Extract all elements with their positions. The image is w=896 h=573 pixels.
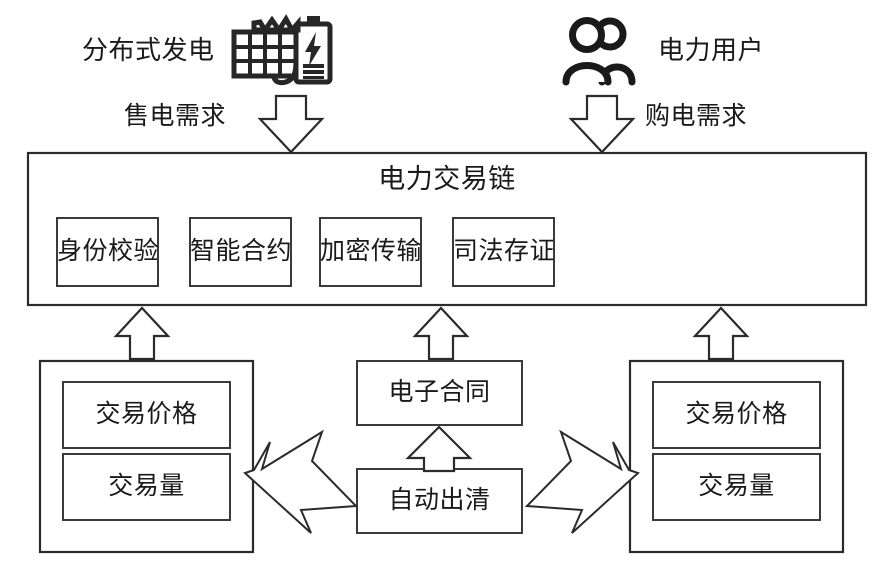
left-bidding-item-box-1[interactable] xyxy=(62,453,231,521)
left-bidding-item-label-trade-volume: 交易量 xyxy=(108,473,185,500)
flow-label-sell-demand: 售电需求 xyxy=(124,103,227,130)
electronic-contract-box[interactable] xyxy=(356,360,523,426)
right-bidding-item-box-1[interactable] xyxy=(652,453,821,521)
power-trading-chain-box[interactable] xyxy=(26,151,868,307)
arrow-down-buy-demand-icon xyxy=(568,94,636,154)
right-bidding-item-label-trade-price: 交易价格 xyxy=(685,401,788,428)
chain-module-label-identity-verification: 身份校验 xyxy=(57,238,160,265)
arrow-up-clearing-to-contract-icon xyxy=(405,425,473,473)
arrow-up-left-group-to-chain-icon xyxy=(113,306,171,361)
left-bidding-item-box-0[interactable] xyxy=(62,381,231,449)
chain-module-label-encrypted-transmission: 加密传输 xyxy=(320,238,423,265)
chain-module-label-judicial-evidence: 司法存证 xyxy=(453,238,556,265)
auto-clearing-box[interactable] xyxy=(356,468,523,534)
chain-module-box-3[interactable] xyxy=(452,217,555,287)
right-bidding-item-label-trade-volume: 交易量 xyxy=(698,473,775,500)
actor-label-power-consumer: 电力用户 xyxy=(658,36,765,65)
electronic-contract-label: 电子合同 xyxy=(388,379,491,406)
arrow-up-contract-to-chain-icon xyxy=(412,306,470,361)
auto-clearing-label: 自动出清 xyxy=(388,487,491,514)
arrow-down-sell-demand-icon xyxy=(257,94,325,154)
chain-module-box-1[interactable] xyxy=(189,217,292,287)
users-icon xyxy=(562,17,636,86)
chain-module-box-0[interactable] xyxy=(56,217,159,287)
right-bidding-item-box-0[interactable] xyxy=(652,381,821,449)
chain-title: 电力交易链 xyxy=(378,164,516,194)
solar-panel-battery-icon xyxy=(231,14,333,86)
double-head-zigzag-arrow-right-icon xyxy=(243,429,359,534)
left-bidding-item-label-trade-price: 交易价格 xyxy=(95,401,198,428)
double-head-zigzag-arrow-left-icon xyxy=(524,429,640,534)
arrow-up-right-group-to-chain-icon xyxy=(692,306,750,361)
chain-module-label-smart-contract: 智能合约 xyxy=(190,238,293,265)
chain-module-box-2[interactable] xyxy=(319,217,422,287)
actor-label-distributed-generation: 分布式发电 xyxy=(82,36,215,65)
flow-label-buy-demand: 购电需求 xyxy=(645,103,748,130)
